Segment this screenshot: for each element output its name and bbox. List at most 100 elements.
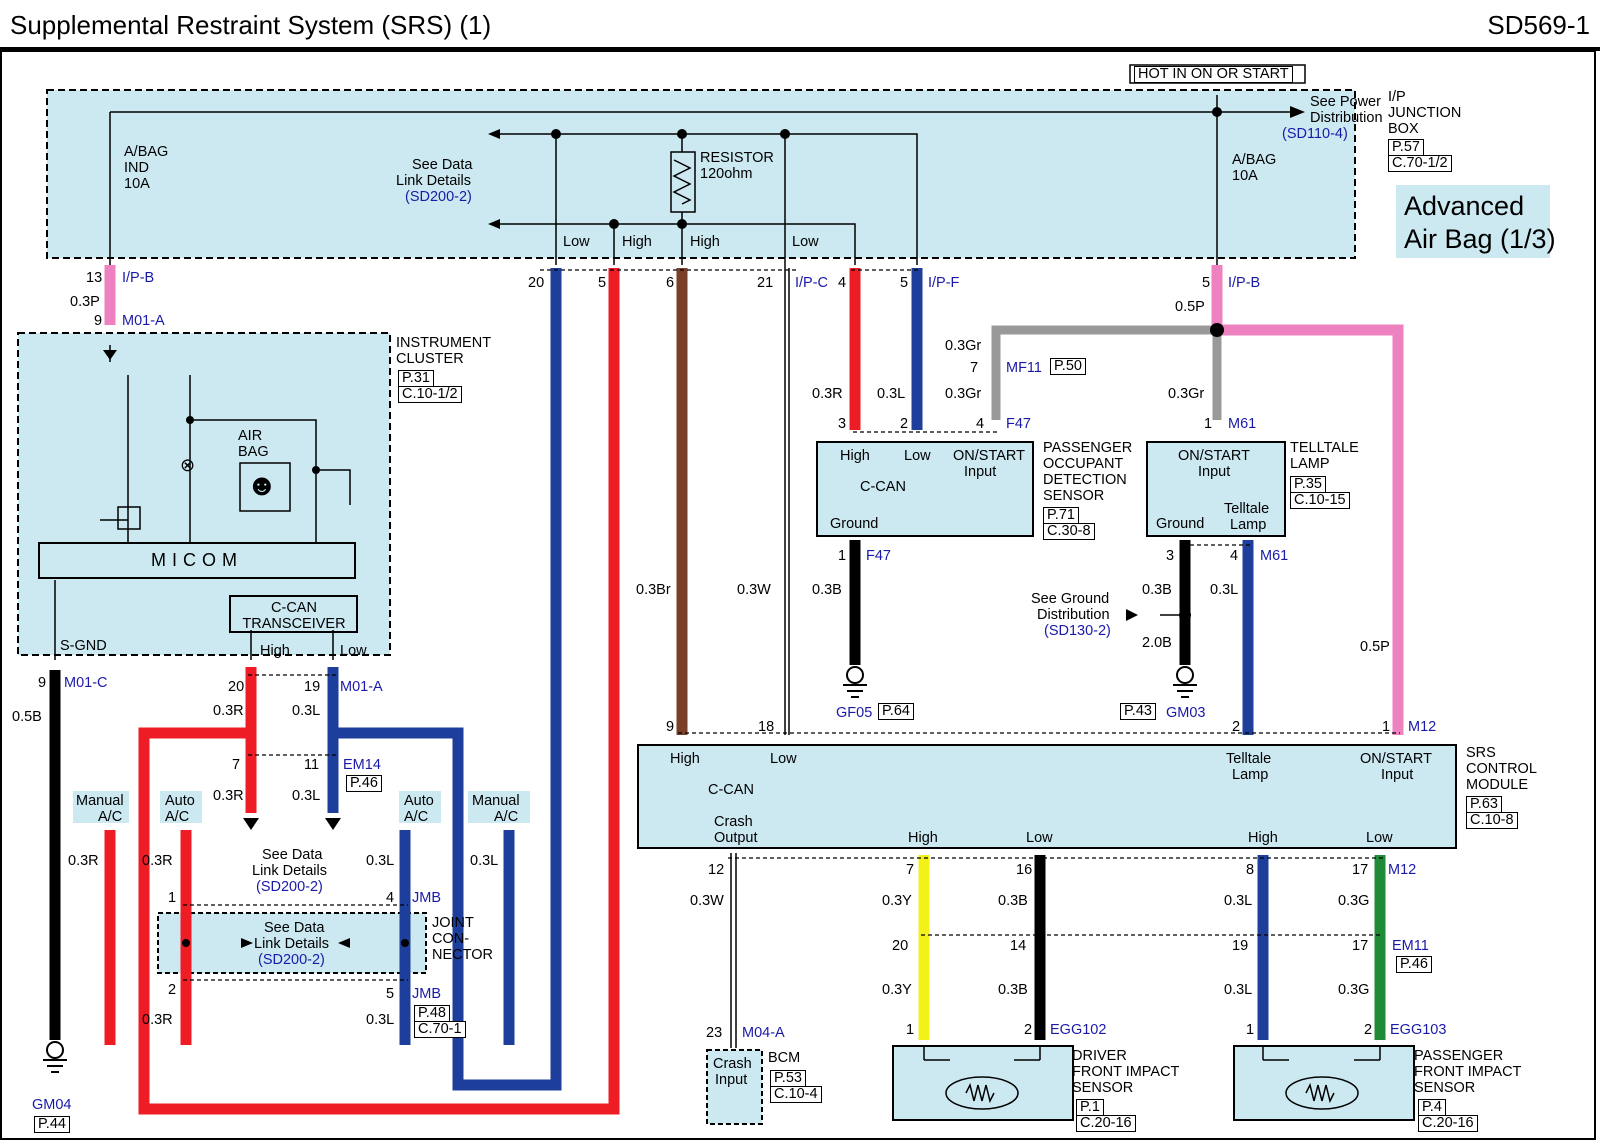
wire-05b: 0.5B	[12, 709, 42, 725]
wire-03l-man-1: 0.3L	[470, 853, 499, 869]
pin-5-jmb: 5	[386, 986, 395, 1002]
see-power-link[interactable]: (SD110-4)	[1282, 126, 1348, 142]
dfis-ref-1: P.1	[1076, 1099, 1104, 1116]
pfis-name-3: SENSOR	[1414, 1080, 1476, 1096]
passenger-sensor-box	[1233, 1045, 1415, 1121]
advanced-airbag-1: Advanced	[1404, 191, 1525, 221]
wire-03l-pods: 0.3L	[877, 386, 906, 402]
pin-9-m01c: 9	[38, 675, 47, 691]
pods-ground: Ground	[830, 516, 879, 532]
auto-ac-tag-right	[399, 791, 441, 823]
pods-onstart-1: ON/START	[953, 448, 1025, 464]
wire-20b: 2.0B	[1142, 635, 1172, 651]
ic-ref-2: C.10-1/2	[398, 386, 462, 403]
srs-telltale-2: Lamp	[1232, 767, 1269, 783]
gf05-ref: P.64	[878, 703, 914, 720]
tl-onstart-1: ON/START	[1178, 448, 1250, 464]
pin-20-m01a: 20	[228, 679, 245, 695]
diagram-frame	[0, 50, 1596, 1140]
pin-4-m61: 4	[1230, 548, 1239, 564]
resistor-label-2: 120ohm	[700, 166, 753, 182]
thick-wires	[49, 265, 1404, 1115]
manual-ac-left-2: A/C	[98, 809, 123, 825]
conn-ipc: I/P-C	[795, 275, 829, 291]
wire-03g-1: 0.3G	[1338, 893, 1370, 909]
driver-sensor-box	[892, 1045, 1074, 1121]
srs-onstart-2: Input	[1381, 767, 1414, 783]
fuse-abag-2: 10A	[1232, 168, 1258, 184]
conn-jmb-top: JMB	[412, 890, 441, 906]
conn-f47-bottom: F47	[866, 548, 891, 564]
ground-gm03: GM03	[1166, 705, 1206, 721]
auto-ac-right-2: A/C	[404, 809, 429, 825]
pin-2-pods: 2	[900, 416, 909, 432]
tl-lamp-2: Lamp	[1230, 517, 1267, 533]
see-data-mid-1: See Data	[262, 847, 323, 863]
manual-ac-right-2: A/C	[494, 809, 519, 825]
tl-onstart-2: Input	[1198, 464, 1231, 480]
wire-03b-gf05: 0.3B	[812, 582, 842, 598]
fuse-abag-1: A/BAG	[1232, 152, 1277, 168]
pin-8-srs: 8	[1246, 862, 1255, 878]
pin-2-jmb: 2	[168, 982, 177, 998]
wire-03r-man-1: 0.3R	[68, 853, 99, 869]
auto-ac-right-1: Auto	[404, 793, 434, 809]
pin-19-em11: 19	[1232, 938, 1249, 954]
pin-7-srs: 7	[906, 862, 915, 878]
ipjb-label-3: BOX	[1388, 121, 1419, 137]
bcm-ref-1: P.53	[770, 1070, 806, 1087]
see-ground-link[interactable]: (SD130-2)	[1044, 623, 1111, 639]
pin-1-srs: 1	[1382, 719, 1391, 735]
conn-jmb-bottom: JMB	[412, 986, 441, 1002]
wire-high-2: High	[690, 234, 720, 250]
auto-ac-tag-left	[160, 791, 202, 823]
conn-m01a-top: M01-A	[122, 313, 165, 329]
conn-mf11: MF11	[1006, 360, 1042, 376]
pin-14-em11: 14	[1010, 938, 1027, 954]
conn-ipf: I/P-F	[928, 275, 960, 291]
srs-crash-2: Output	[714, 830, 758, 846]
pods-box	[816, 441, 1034, 537]
telltale-name-2: LAMP	[1290, 456, 1330, 472]
srs-low: Low	[770, 751, 797, 767]
pin-20-em11: 20	[892, 938, 909, 954]
conn-m12-bottom: M12	[1388, 862, 1417, 878]
joint-conn-2: CON-	[432, 931, 470, 947]
see-ground-1: See Ground	[1031, 591, 1110, 607]
dfis-name-2: FRONT IMPACT	[1072, 1064, 1180, 1080]
joint-connector-box	[157, 912, 427, 974]
bcm-name: BCM	[768, 1050, 801, 1066]
wire-03b-2: 0.3B	[998, 982, 1028, 998]
see-ground-2: Distribution	[1037, 607, 1110, 623]
tl-ground: Ground	[1156, 516, 1205, 532]
pfis-name-1: PASSENGER	[1414, 1048, 1504, 1064]
wire-03br: 0.3Br	[636, 582, 671, 598]
ipjb-label-1: I/P	[1388, 89, 1406, 105]
see-data-jc-link[interactable]: (SD200-2)	[258, 952, 325, 968]
pin-6-top: 6	[666, 275, 675, 291]
wire-03b-gm03: 0.3B	[1142, 582, 1172, 598]
hot-in-on-label: HOT IN ON OR START	[1134, 66, 1293, 83]
em11-ref: P.46	[1396, 956, 1432, 973]
wire-03r-pods: 0.3R	[812, 386, 843, 402]
pin-17-srs: 17	[1352, 862, 1369, 878]
bcm-crash-2: Input	[715, 1072, 748, 1088]
wire-low-1: Low	[563, 234, 590, 250]
conn-em11: EM11	[1392, 938, 1429, 954]
page-title: Supplemental Restraint System (SRS) (1)	[10, 10, 492, 40]
pin-1-jmb: 1	[168, 890, 177, 906]
see-data-mid-link[interactable]: (SD200-2)	[256, 879, 323, 895]
srs-crash-1: Crash	[714, 814, 753, 830]
ipjb-ref-1: P.57	[1388, 139, 1424, 156]
wire-03l-em14: 0.3L	[292, 788, 321, 804]
auto-ac-left-2: A/C	[165, 809, 190, 825]
srs-name-2: CONTROL	[1466, 761, 1537, 777]
ic-name-2: CLUSTER	[396, 351, 464, 367]
see-data-top-link[interactable]: (SD200-2)	[405, 189, 472, 205]
pin-5-ipb: 5	[1202, 275, 1211, 291]
srs-ref-1: P.63	[1466, 796, 1502, 813]
wire-03g-2: 0.3G	[1338, 982, 1370, 998]
pods-onstart-2: Input	[964, 464, 997, 480]
pods-name-1: PASSENGER	[1043, 440, 1133, 456]
srs-ref-2: C.10-8	[1466, 812, 1518, 829]
